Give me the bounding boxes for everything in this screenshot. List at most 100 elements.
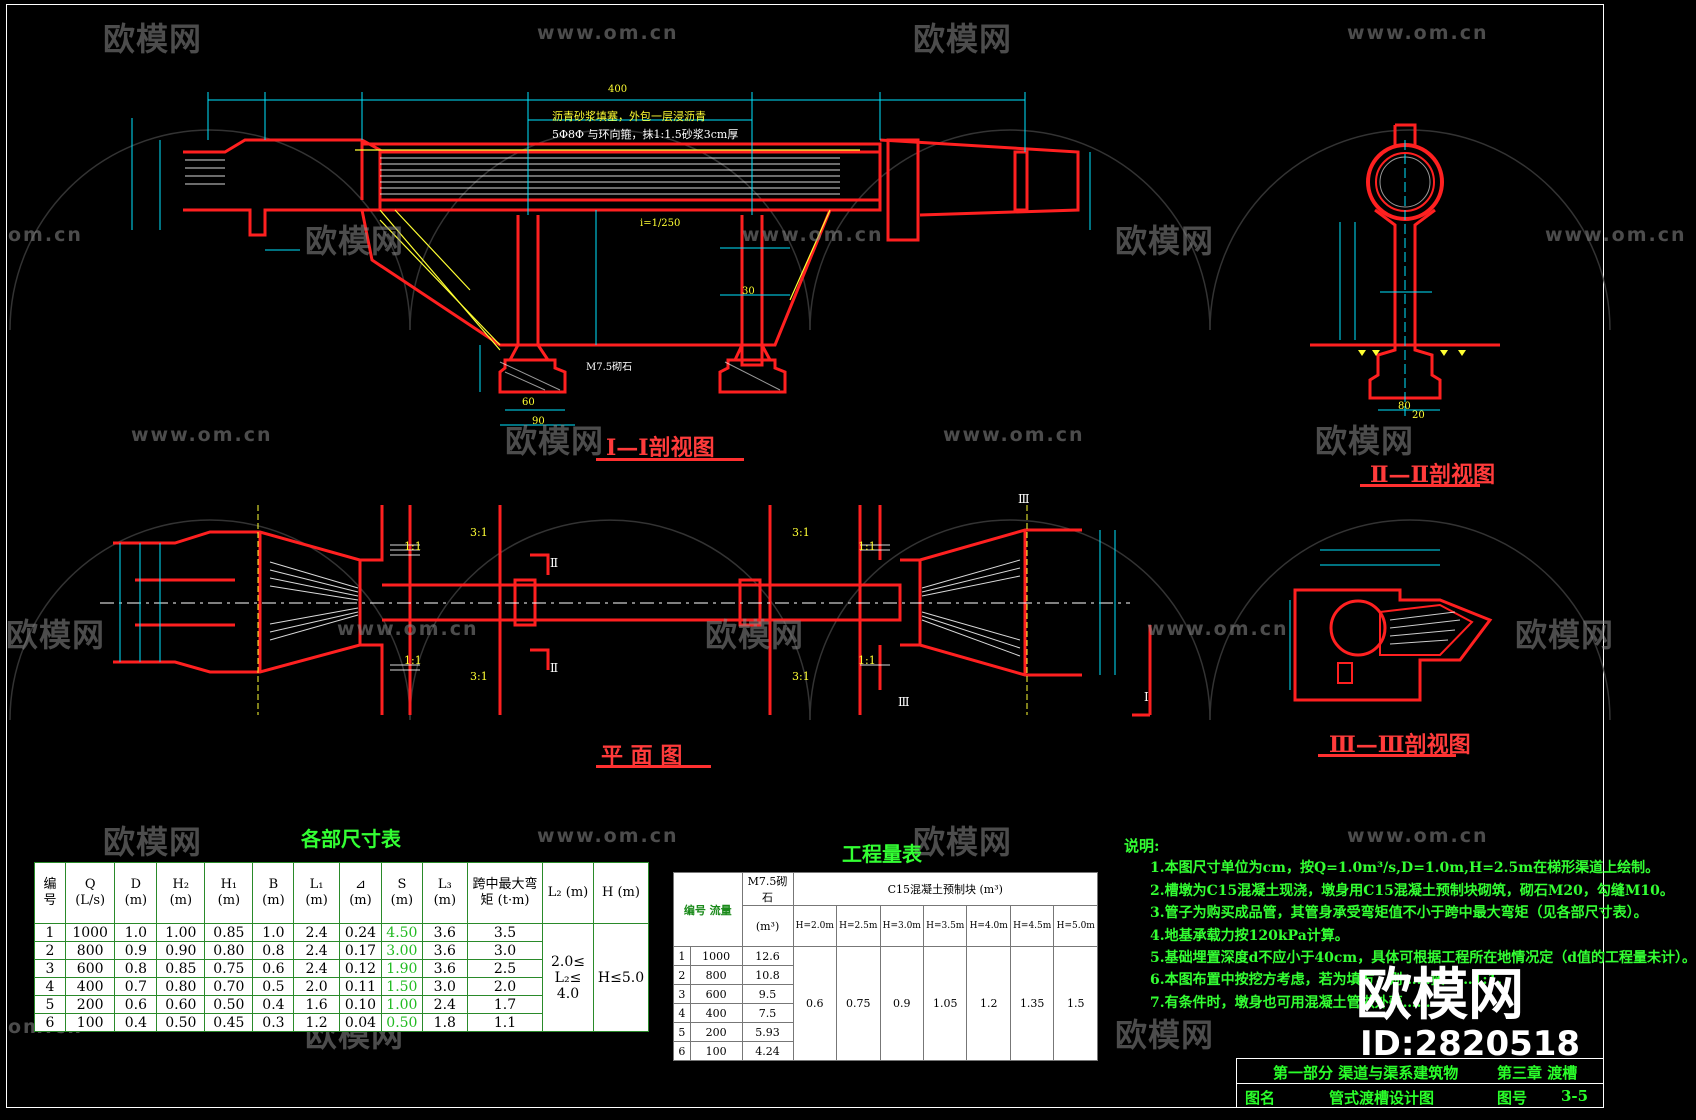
cell: 0.8	[114, 959, 158, 978]
top-note-1: 沥青砂浆填塞，外包一层浸沥青	[552, 110, 706, 123]
title-underline	[596, 765, 711, 768]
cell: 0.04	[338, 1013, 383, 1032]
cell: 3	[34, 959, 66, 978]
watermark-logo: 欧模网	[1115, 1016, 1215, 1054]
section-mark: Ⅲ	[1018, 492, 1030, 506]
name-label: 图名	[1245, 1089, 1276, 1107]
cell: 0.85	[204, 923, 254, 942]
cell: 0.12	[338, 959, 383, 978]
section-1-title: Ⅰ—Ⅰ剖视图	[606, 435, 715, 461]
watermark-url: www.om.cn	[1347, 825, 1489, 847]
cell: 0.80	[204, 941, 254, 960]
col-header: H (m)	[593, 862, 649, 924]
col-header: L₁ (m)	[293, 862, 340, 924]
qty-table-title: 工程量表	[842, 842, 922, 866]
ratio-label: 3:1	[470, 526, 488, 539]
watermark-logo: 欧模网	[705, 616, 805, 654]
cell: 0.6	[252, 959, 295, 978]
dims-table: 编号 Q (L/s) D (m) H₂ (m) H₁ (m) B (m) L₁ …	[34, 862, 649, 1032]
cell: 0.8	[252, 941, 295, 960]
note-line: 4.地基承载力按120kPa计算。	[1150, 927, 1349, 944]
title-underline	[596, 458, 744, 461]
drawing-frame	[6, 4, 1604, 1108]
section-3-title: Ⅲ—Ⅲ剖视图	[1329, 732, 1471, 758]
ratio-label: 1:1	[404, 540, 422, 553]
chapter-label: 第三章 渡槽	[1497, 1064, 1578, 1082]
notes-title: 说明:	[1124, 837, 1160, 855]
cell: 2	[34, 941, 66, 960]
cell: 600	[689, 984, 743, 1004]
cell: 0.45	[204, 1013, 254, 1032]
watermark-arcs	[9, 129, 1611, 721]
cell: 1000	[64, 923, 116, 942]
col-header: L₂ (m)	[542, 862, 594, 924]
col-header: H=4.5m	[1009, 905, 1055, 947]
section-3-view	[1289, 549, 1493, 702]
qty-table: 编号 流量 M7.5砌石 C15混凝土预制块 (m³) (m³) H=2.0m …	[673, 872, 1099, 1061]
cell: 0.85	[156, 959, 206, 978]
cell: 1	[673, 946, 691, 966]
corner-header: 编号 流量	[673, 872, 743, 947]
cell: 5	[34, 995, 66, 1014]
col-header: Q (L/s)	[64, 862, 116, 924]
title-underline	[1360, 484, 1480, 487]
note-line: 6.本图布置中按挖方考虑，若为填方，则……按……1:1.	[1150, 972, 1503, 989]
cell: 1	[34, 923, 66, 942]
slope-text: i=1/250	[640, 218, 681, 229]
section-mark: Ⅱ	[550, 661, 559, 675]
cell: 2	[673, 965, 691, 985]
mortar-label: M7.5砌石	[586, 362, 633, 373]
cell: 0.11	[338, 977, 383, 996]
cell: 1.6	[293, 995, 340, 1014]
cell: 0.17	[338, 941, 383, 960]
ratio-label: 3:1	[792, 526, 810, 539]
cell: 0.6	[792, 946, 838, 1061]
cell: 0.90	[156, 941, 206, 960]
brand-id: ID:2820518	[1360, 1024, 1581, 1064]
note-line: 2.槽墩为C15混凝土现浇，墩身用C15混凝土预制块砌筑，砌石M20，勾缝M10…	[1150, 882, 1674, 899]
cell: 2.4	[421, 995, 469, 1014]
col-header: H₂ (m)	[156, 862, 206, 924]
cell: 2.5	[467, 959, 543, 978]
cell: 100	[689, 1041, 743, 1061]
table-header-row: 编号 Q (L/s) D (m) H₂ (m) H₁ (m) B (m) L₁ …	[34, 862, 649, 924]
watermark-logo: 欧模网	[103, 20, 203, 58]
cell: 1.90	[381, 959, 423, 978]
table-header-row: 编号 流量 M7.5砌石 C15混凝土预制块 (m³)	[673, 872, 1099, 947]
watermark-url: www.om.cn	[943, 424, 1085, 446]
watermark-logo: 欧模网	[6, 616, 106, 654]
note-line: 5.基础埋置深度d不应小于40cm，具体可根据工程所在地情况定（d值的工程量未计…	[1150, 950, 1696, 967]
cell: 0.80	[156, 977, 206, 996]
cad-drawing: 400	[9, 84, 1611, 721]
cell: 1.50	[381, 977, 423, 996]
col-header: H₁ (m)	[204, 862, 254, 924]
cell: 1.1	[467, 1013, 543, 1032]
dim-400: 400	[608, 84, 627, 95]
cell-l2: 2.0≤ L₂≤ 4.0	[542, 923, 594, 1032]
ratio-label: 3:1	[470, 670, 488, 683]
dims-table-title: 各部尺寸表	[301, 827, 401, 851]
cell: 0.4	[252, 995, 295, 1014]
cell: 100	[64, 1013, 116, 1032]
watermark-url: www.om.cn	[1147, 618, 1289, 640]
dim-90: 90	[532, 416, 545, 427]
col-header: D (m)	[114, 862, 158, 924]
col-header: H=3.5m	[922, 905, 968, 947]
col-header: C15混凝土预制块 (m³)	[792, 872, 1099, 906]
cell: 0.9	[879, 946, 924, 1061]
watermark-url: www.om.cn	[1347, 22, 1489, 44]
cell: 0.70	[204, 977, 254, 996]
col-header: B (m)	[252, 862, 295, 924]
cell: 6	[673, 1041, 691, 1061]
col-header: 编号	[34, 862, 66, 924]
dim-60: 60	[522, 397, 535, 408]
watermark-logo: 欧模网	[103, 823, 203, 861]
cell: 1.5	[1053, 946, 1098, 1061]
watermark-url: www.om.cn	[337, 618, 479, 640]
section-mark: Ⅱ	[550, 556, 559, 570]
